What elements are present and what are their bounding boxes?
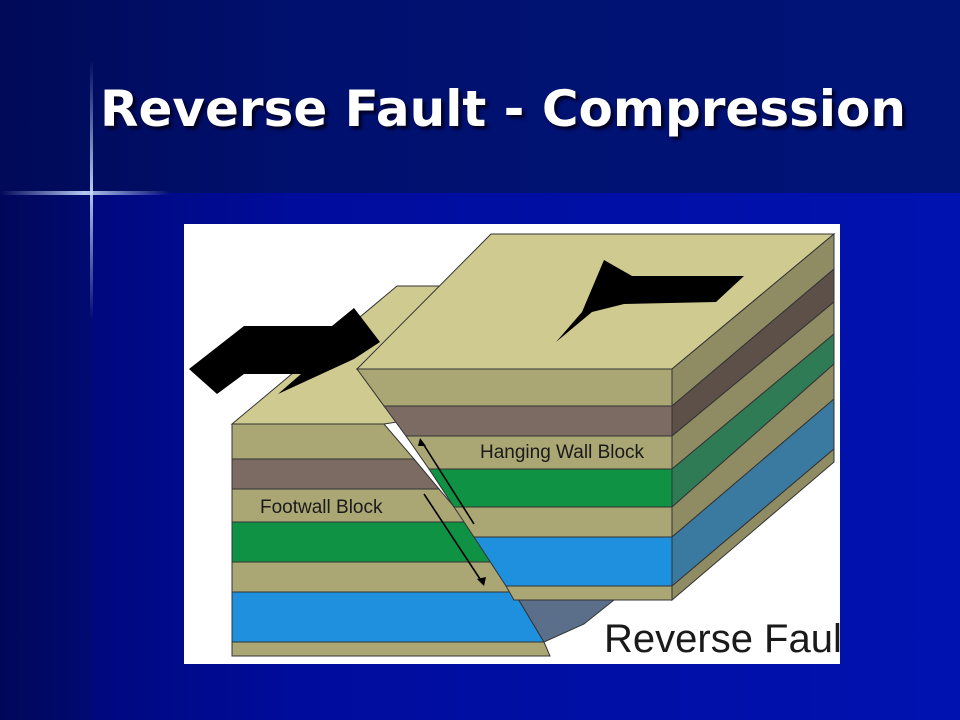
down-slip-arrow: [423, 493, 486, 586]
fault-block-diagram: Hanging Wall Block Footwall Block Revers…: [189, 232, 840, 661]
title-band: [0, 0, 960, 193]
footwall-layer-tan-1: [231, 423, 416, 460]
diagram-caption: Reverse Fault: [604, 617, 840, 661]
hanging-wall-layer-tan-3: [453, 506, 673, 538]
reverse-fault-diagram: Hanging Wall Block Footwall Block Revers…: [184, 224, 840, 664]
footwall-label: Footwall Block: [260, 497, 383, 518]
hanging-wall-layer-tan-4: [505, 585, 673, 601]
hanging-wall-layer-brown: [383, 405, 673, 437]
sparkle-line-vertical: [90, 60, 93, 320]
left-band: [0, 193, 92, 720]
left-compression-arrow: [189, 308, 380, 394]
hanging-wall-layer-green: [428, 468, 673, 508]
hanging-wall-layer-tan-1: [356, 368, 673, 407]
slide-title: Reverse Fault - Compression: [100, 80, 906, 138]
right-compression-arrow: [556, 260, 744, 342]
footwall-layer-blue: [231, 591, 545, 643]
hanging-wall-label: Hanging Wall Block: [480, 442, 645, 463]
hanging-wall-layer-blue: [473, 536, 673, 587]
footwall-layer-brown: [231, 458, 441, 490]
footwall-layer-tan-4: [231, 641, 551, 657]
sparkle-line-horizontal: [0, 191, 170, 195]
up-slip-arrow: [418, 438, 475, 525]
